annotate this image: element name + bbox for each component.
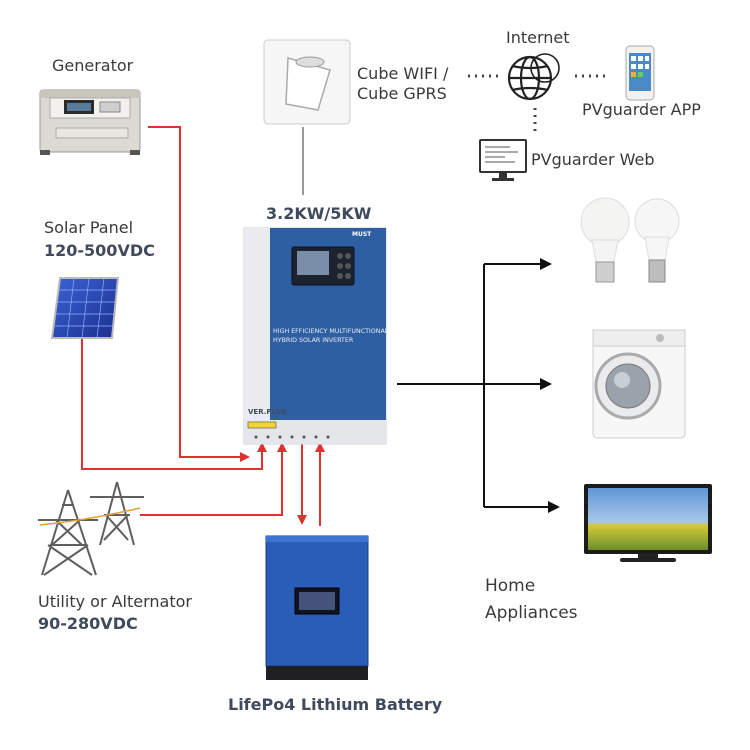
web-label: PVguarder Web <box>531 150 655 169</box>
cube-wifi-icon <box>263 39 351 125</box>
home-label-line1: Home <box>485 576 536 596</box>
inverter-text-line1: HIGH EFFICIENCY MULTIFUNCTIONAL <box>273 328 389 335</box>
cube-label-line1: Cube WIFI / <box>357 64 449 83</box>
inverter-model-text: VER.PLUS <box>248 408 287 416</box>
inverter-text-line2: HYBRID SOLAR INVERTER <box>273 336 354 344</box>
internet-globe-icon <box>507 53 560 101</box>
inverter-icon <box>243 227 387 445</box>
utility-line <box>140 442 287 516</box>
inverter-panel-text: HIGH EFFICIENCY MULTIFUNCTIONAL HYBRID S… <box>273 328 389 346</box>
solar-line <box>81 337 267 470</box>
light-bulb-icon <box>580 197 680 283</box>
utility-range-label: 90-280VDC <box>38 614 138 633</box>
home-label-line2: Appliances <box>485 603 578 623</box>
app-label: PVguarder APP <box>582 100 701 119</box>
utility-tower-icon <box>38 481 144 576</box>
inverter-brand-logo: MUST <box>352 231 372 238</box>
solar-panel-icon <box>50 277 120 339</box>
smartphone-icon <box>625 45 655 101</box>
internet-label: Internet <box>506 28 570 47</box>
utility-label: Utility or Alternator <box>38 592 192 611</box>
solar-range-label: 120-500VDC <box>44 241 155 260</box>
solar-panel-label: Solar Panel <box>44 218 134 237</box>
generator-label: Generator <box>52 56 134 75</box>
cube-label-line2: Cube GPRS <box>357 84 447 103</box>
generator-icon <box>39 89 141 155</box>
television-icon <box>584 484 712 562</box>
washing-machine-icon <box>592 329 686 439</box>
battery-icon <box>265 535 369 680</box>
output-line <box>397 258 560 513</box>
inverter-power-label: 3.2KW/5KW <box>266 204 372 223</box>
battery-label: LifePo4 Lithium Battery <box>228 695 443 714</box>
web-monitor-icon <box>479 139 527 181</box>
generator-line <box>148 126 250 462</box>
